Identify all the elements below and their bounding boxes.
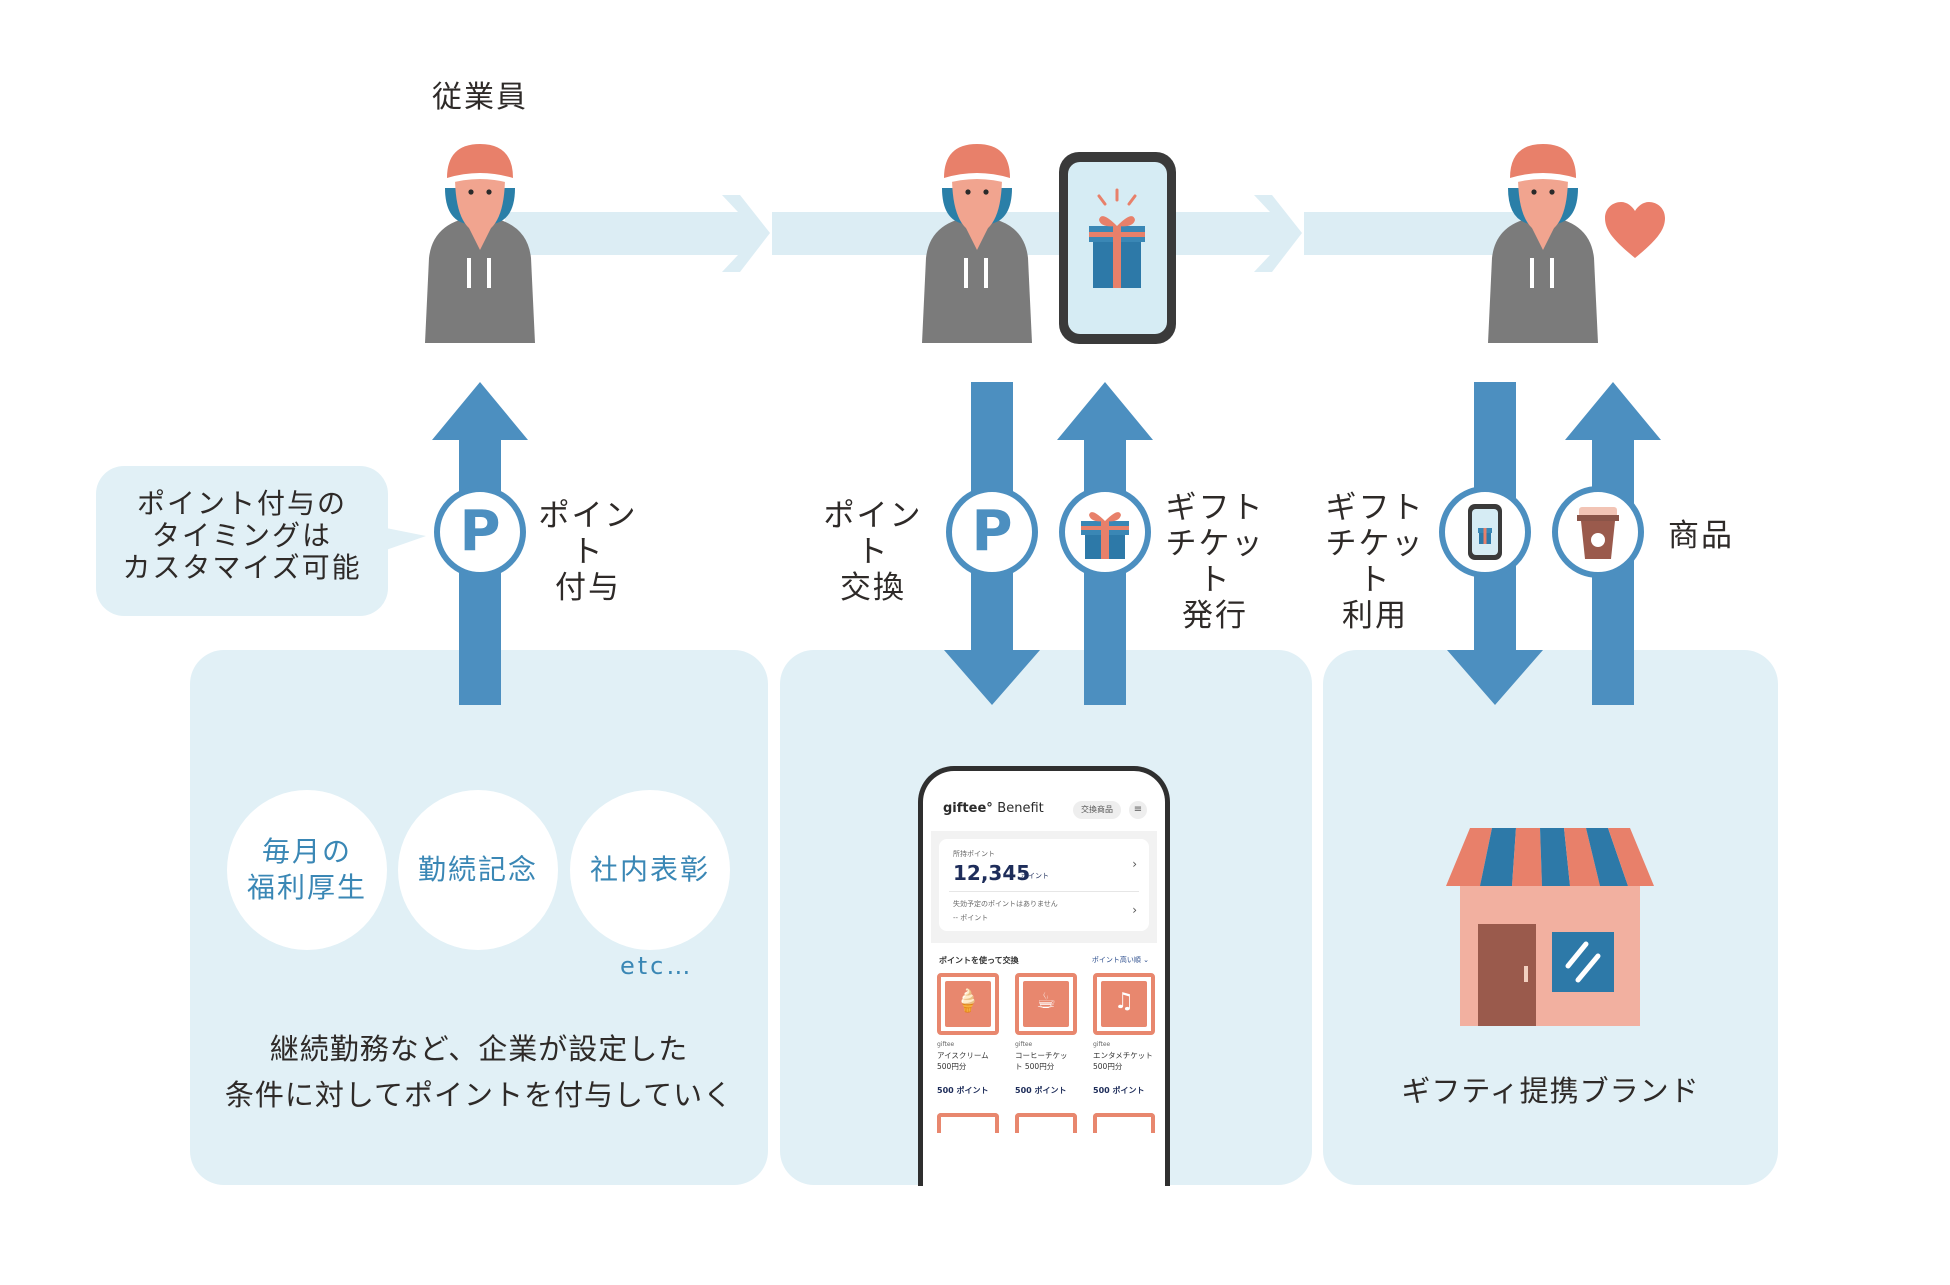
smartphone-gift-icon [1059, 152, 1176, 344]
coffee-cup-icon [1577, 507, 1619, 559]
product-name: アイスクリーム 500円分 [937, 1051, 989, 1071]
product-tile-ice-cream[interactable]: 🍦 [937, 973, 999, 1035]
expiry-text: 失効予定のポイントはありません [953, 900, 1058, 908]
product-brand: giftee [1015, 1041, 1033, 1048]
point-p-icon: P [459, 499, 501, 564]
ice-cream-icon: 🍦 [954, 989, 982, 1014]
sort-dropdown[interactable]: ポイント高い順 ⌄ [1091, 956, 1149, 964]
product-tile-partial[interactable] [1015, 1113, 1077, 1133]
chevron-down-icon: ⌄ [1143, 956, 1149, 964]
point-grant-description: 継続勤務など、企業が設定した 条件に対してポイントを付与していく [224, 1032, 734, 1112]
occasion-monthly-benefit: 毎月の 福利厚生 [227, 790, 387, 950]
coffee-cup-icon: ☕ [1036, 989, 1056, 1014]
point-p-icon: P [971, 499, 1013, 564]
gift-issue-label: ギフト チケット 発行 [1165, 490, 1265, 634]
points-card[interactable]: 所持ポイント 12,345 ポイント › 失効予定のポイントはありません -- … [939, 839, 1149, 931]
divider [949, 891, 1139, 892]
product-price: 500 ポイント [1015, 1086, 1067, 1095]
app-brand: giftee° Benefit [943, 801, 1044, 816]
product-tile-entertainment[interactable]: ♫ [1093, 973, 1155, 1035]
point-grant-label: ポイント 付与 [538, 498, 638, 606]
chevron-right-icon: › [1132, 857, 1137, 871]
exchange-products-button[interactable]: 交換商品 [1073, 801, 1121, 819]
occasion-service-anniversary: 勤続記念 [398, 790, 558, 950]
gift-box-icon [1081, 512, 1129, 559]
phone-gift-icon [1468, 504, 1502, 560]
gift-use-label: ギフト チケット 利用 [1325, 490, 1425, 634]
point-badge-exchange: P [946, 486, 1038, 578]
flow-arrow-1 [505, 195, 770, 272]
flow-arrow-3 [1304, 212, 1520, 255]
employee-happy-icon [1488, 144, 1598, 343]
product-tile-coffee[interactable]: ☕ [1015, 973, 1077, 1035]
product-brand: giftee [937, 1041, 955, 1048]
speech-bubble [96, 466, 426, 616]
employee-label: 従業員 [432, 80, 528, 115]
employee-exchange-icon [922, 144, 1032, 343]
speech-bubble-text: ポイント付与の タイミングは カスタマイズ可能 [122, 487, 362, 584]
menu-icon[interactable]: ≡ [1129, 801, 1147, 819]
exchange-section-title: ポイントを使って交換 [939, 956, 1019, 965]
product-badge [1552, 486, 1644, 578]
partner-brands-caption: ギフティ提携ブランド [1401, 1074, 1700, 1108]
etc-label: etc… [620, 952, 694, 980]
music-note-icon: ♫ [1114, 989, 1134, 1014]
point-badge-grant: P [434, 486, 526, 578]
gift-ticket-badge [1439, 486, 1531, 578]
points-value: 12,345 [953, 861, 1031, 885]
product-brand: giftee [1093, 1041, 1111, 1048]
heart-icon [1605, 202, 1665, 258]
points-unit: ポイント [1021, 872, 1049, 880]
product-price: 500 ポイント [1093, 1086, 1145, 1095]
product-label: 商品 [1668, 518, 1734, 554]
product-price: 500 ポイント [937, 1086, 989, 1095]
product-name: コーヒーチケッ ト 500円分 [1015, 1051, 1068, 1071]
occasion-internal-award: 社内表彰 [570, 790, 730, 950]
product-name: エンタメチケット 500円分 [1093, 1051, 1153, 1071]
store-icon [1446, 828, 1654, 1026]
chevron-right-icon: › [1132, 903, 1137, 917]
expiry-points: -- ポイント [953, 914, 989, 922]
employee-icon [425, 144, 535, 343]
product-tile-partial[interactable] [1093, 1113, 1155, 1133]
giftee-benefit-app-phone: giftee° Benefit 交換商品 ≡ 所持ポイント 12,345 ポイン… [918, 766, 1170, 1186]
points-label: 所持ポイント [953, 850, 995, 858]
point-exchange-label: ポイント 交換 [823, 498, 923, 606]
product-tile-partial[interactable] [937, 1113, 999, 1133]
gift-badge-issue [1059, 486, 1151, 578]
